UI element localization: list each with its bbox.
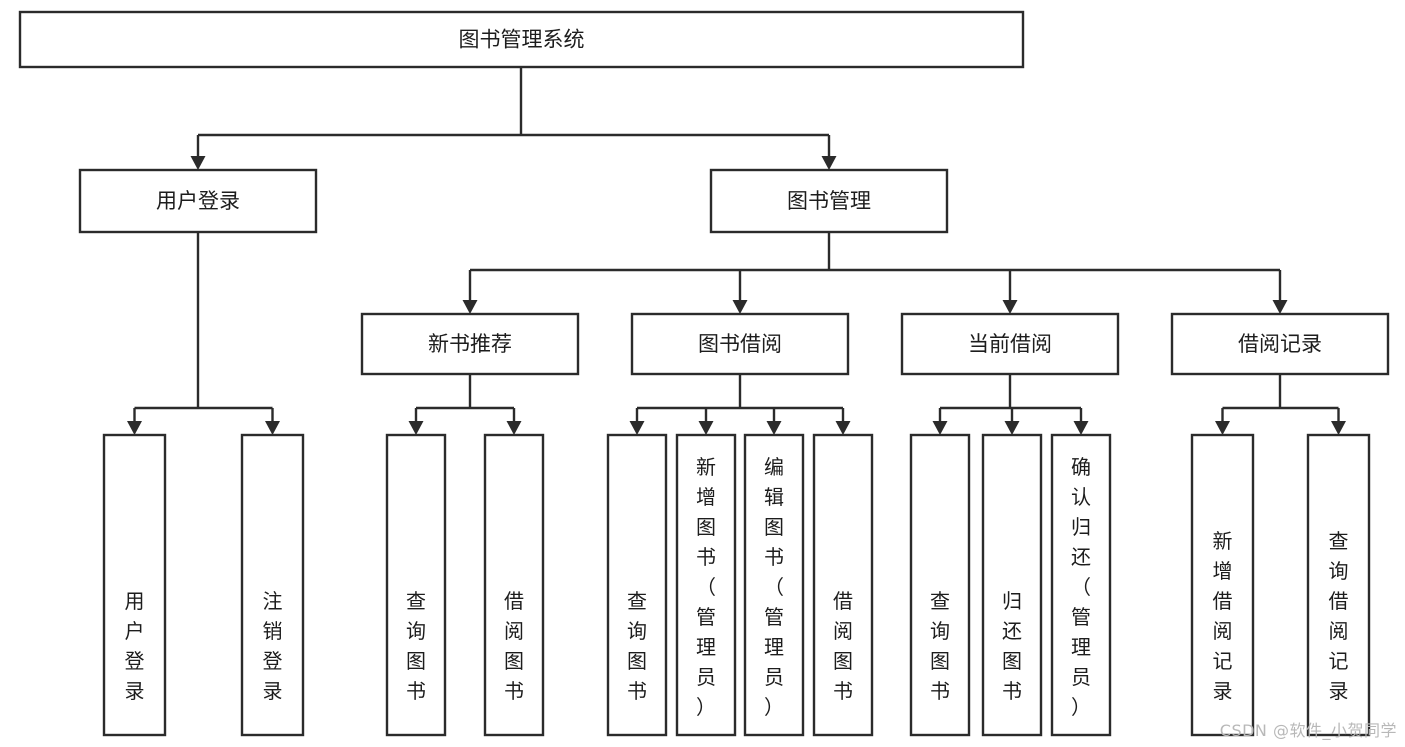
node-label: 新增图书（管理员）	[696, 455, 716, 719]
arrow-head-icon	[462, 300, 478, 314]
node-box	[900, 312, 1120, 376]
node-l3-图书借阅[interactable]: 图书借阅	[630, 312, 850, 376]
node-l3-借阅记录[interactable]: 借阅记录	[1170, 312, 1390, 376]
arrow-head-icon	[766, 421, 782, 435]
node-box	[240, 433, 305, 737]
node-box	[606, 433, 668, 737]
node-box	[1306, 433, 1371, 737]
arrow-head-icon	[835, 421, 851, 435]
arrow-head-icon	[1002, 300, 1018, 314]
node-l2-用户登录[interactable]: 用户登录	[78, 168, 318, 234]
node-box	[102, 433, 167, 737]
node-box	[709, 168, 949, 234]
node-leaf-查询图书[interactable]: 查询图书	[606, 433, 668, 737]
node-box	[360, 312, 580, 376]
node-label: 新增借阅记录	[1213, 529, 1233, 703]
node-label: 用户登录	[156, 189, 240, 213]
arrow-head-icon	[732, 300, 748, 314]
node-leaf-新增图书管理员[interactable]: 新增图书（管理员）	[675, 433, 737, 737]
node-label: 查询借阅记录	[1329, 529, 1349, 703]
node-root-图书管理系统[interactable]: 图书管理系统	[18, 10, 1025, 69]
node-label: 查询图书	[406, 589, 426, 703]
node-box	[909, 433, 971, 737]
arrow-head-icon	[1073, 421, 1089, 435]
node-leaf-查询图书[interactable]: 查询图书	[909, 433, 971, 737]
arrow-head-icon	[821, 156, 837, 170]
node-label: 新书推荐	[428, 332, 512, 356]
arrow-head-icon	[127, 421, 142, 435]
arrow-head-icon	[190, 156, 206, 170]
node-label: 图书管理系统	[459, 28, 585, 52]
node-label: 查询图书	[930, 589, 950, 703]
node-leaf-借阅图书[interactable]: 借阅图书	[483, 433, 545, 737]
arrow-head-icon	[408, 421, 424, 435]
node-box	[630, 312, 850, 376]
node-label: 注销登录	[263, 589, 283, 703]
node-label: 借阅图书	[504, 589, 524, 703]
node-leaf-借阅图书[interactable]: 借阅图书	[812, 433, 874, 737]
node-box	[18, 10, 1025, 69]
arrow-head-icon	[265, 421, 280, 435]
arrow-head-icon	[1004, 421, 1020, 435]
connector-layer	[127, 67, 1346, 435]
node-label: 借阅图书	[833, 589, 853, 703]
node-box	[1170, 312, 1390, 376]
node-l3-当前借阅[interactable]: 当前借阅	[900, 312, 1120, 376]
node-label: 查询图书	[627, 589, 647, 703]
node-label: 图书借阅	[698, 332, 782, 356]
arrow-head-icon	[629, 421, 645, 435]
node-box	[1190, 433, 1255, 737]
node-box	[812, 433, 874, 737]
node-leaf-确认归还管理员[interactable]: 确认归还（管理员）	[1050, 433, 1112, 737]
node-box	[675, 433, 737, 737]
node-label: 当前借阅	[968, 332, 1052, 356]
node-box	[1050, 433, 1112, 737]
node-leaf-新增借阅记录[interactable]: 新增借阅记录	[1190, 433, 1255, 737]
node-box	[981, 433, 1043, 737]
node-leaf-用户登录[interactable]: 用户登录	[102, 433, 167, 737]
arrow-head-icon	[932, 421, 948, 435]
node-l3-新书推荐[interactable]: 新书推荐	[360, 312, 580, 376]
node-label: 编辑图书（管理员）	[764, 455, 784, 719]
node-leaf-查询借阅记录[interactable]: 查询借阅记录	[1306, 433, 1371, 737]
arrow-head-icon	[698, 421, 714, 435]
arrow-head-icon	[1215, 421, 1230, 435]
node-l2-图书管理[interactable]: 图书管理	[709, 168, 949, 234]
node-box	[483, 433, 545, 737]
node-label: 确认归还（管理员）	[1071, 455, 1091, 719]
node-layer: 图书管理系统用户登录图书管理新书推荐图书借阅当前借阅借阅记录用户登录注销登录查询…	[18, 10, 1390, 737]
arrow-head-icon	[1331, 421, 1346, 435]
node-label: 用户登录	[125, 589, 145, 703]
node-leaf-编辑图书管理员[interactable]: 编辑图书（管理员）	[743, 433, 805, 737]
node-box	[743, 433, 805, 737]
node-box	[78, 168, 318, 234]
node-box	[385, 433, 447, 737]
node-label: 图书管理	[787, 189, 871, 213]
node-leaf-归还图书[interactable]: 归还图书	[981, 433, 1043, 737]
node-label: 借阅记录	[1238, 332, 1322, 356]
arrow-head-icon	[1272, 300, 1288, 314]
node-leaf-注销登录[interactable]: 注销登录	[240, 433, 305, 737]
node-label: 归还图书	[1002, 589, 1022, 703]
arrow-head-icon	[506, 421, 522, 435]
node-leaf-查询图书[interactable]: 查询图书	[385, 433, 447, 737]
